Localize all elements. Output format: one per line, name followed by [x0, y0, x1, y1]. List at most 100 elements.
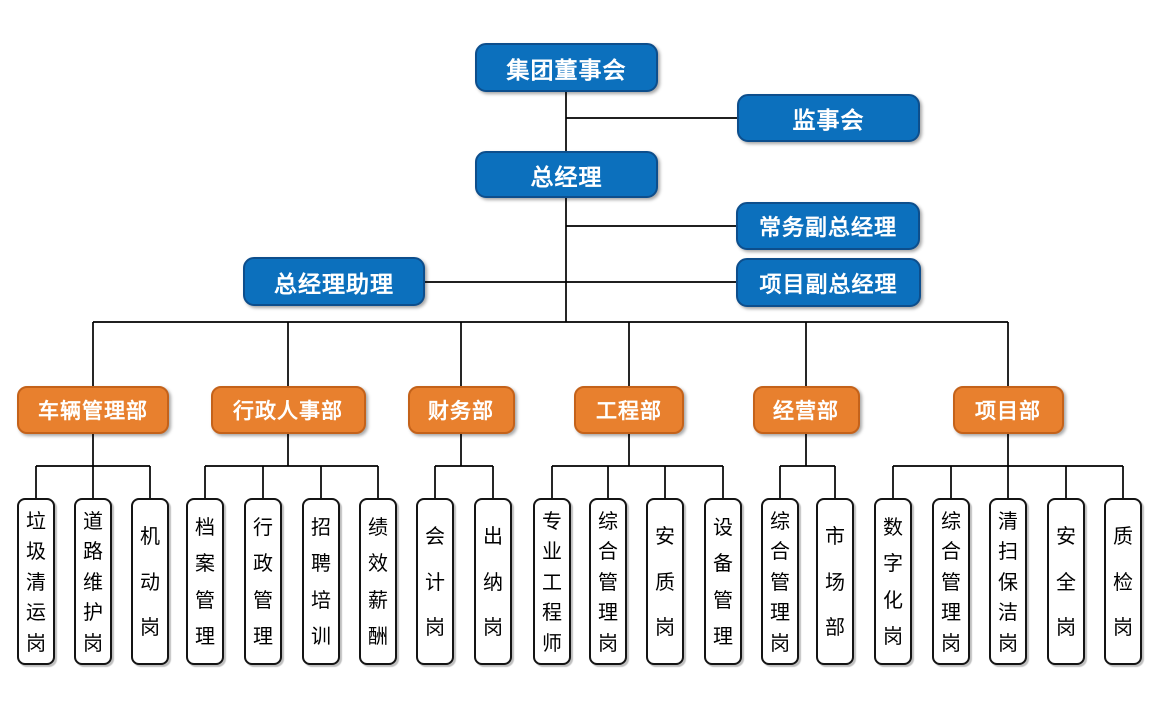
- post-label-char: 运: [26, 600, 46, 624]
- dept-project: 项目部: [952, 386, 1064, 434]
- post-label-char: 训: [311, 624, 331, 649]
- post-label-char: 招: [311, 514, 331, 539]
- post-label-char: 绩: [368, 514, 388, 539]
- post-label-char: 档: [195, 514, 215, 539]
- dept-operations-post-1: 市场部: [816, 498, 854, 665]
- post-label-char: 设: [713, 514, 733, 539]
- post-label-char: 合: [770, 539, 790, 563]
- post-label-char: 聘: [311, 551, 331, 576]
- dept-project-post-1: 综合管理岗: [932, 498, 970, 665]
- post-label-char: 字: [883, 551, 903, 576]
- post-label-char: 岗: [425, 615, 445, 640]
- post-label-char: 业: [542, 539, 562, 563]
- post-label-char: 岗: [26, 630, 46, 655]
- post-label-char: 检: [1113, 569, 1133, 594]
- post-label-char: 清: [998, 508, 1018, 533]
- dept-vehicle-management-post-2: 机动岗: [131, 498, 169, 665]
- dept-engineering-label: 工程部: [596, 399, 662, 423]
- post-label-char: 部: [825, 615, 845, 640]
- dept-admin-hr-label: 行政人事部: [233, 399, 343, 423]
- post-label-char: 薪: [368, 587, 388, 612]
- post-label-char: 安: [655, 523, 675, 548]
- post-label-char: 管: [713, 587, 733, 612]
- dept-operations-label: 经营部: [773, 399, 839, 423]
- dept-vehicle-management: 车辆管理部: [17, 386, 169, 434]
- post-label-char: 程: [542, 600, 562, 624]
- post-label-char: 道: [83, 508, 103, 533]
- post-label-char: 护: [83, 600, 103, 624]
- dept-operations-post-0: 综合管理岗: [761, 498, 799, 665]
- post-label-char: 培: [311, 587, 331, 612]
- dept-admin-hr-post-1: 行政管理: [244, 498, 282, 665]
- node-gm-assistant: 总经理助理: [243, 257, 425, 306]
- post-label-char: 管: [598, 569, 618, 594]
- post-label-char: 理: [253, 624, 273, 649]
- dept-finance: 财务部: [407, 386, 515, 434]
- post-label-char: 岗: [1113, 615, 1133, 640]
- dept-admin-hr-post-3: 绩效薪酬: [359, 498, 397, 665]
- post-label-char: 圾: [26, 539, 46, 563]
- node-board-of-directors-label: 集团董事会: [506, 57, 627, 84]
- post-label-char: 酬: [368, 624, 388, 649]
- dept-project-label: 项目部: [975, 399, 1041, 423]
- dept-project-post-4: 质检岗: [1104, 498, 1142, 665]
- dept-finance-post-0: 会计岗: [416, 498, 454, 665]
- post-label-char: 案: [195, 551, 215, 576]
- post-label-char: 市: [825, 523, 845, 548]
- post-label-char: 专: [542, 508, 562, 533]
- post-label-char: 化: [883, 587, 903, 612]
- post-label-char: 机: [140, 523, 160, 548]
- dept-admin-hr-post-2: 招聘培训: [302, 498, 340, 665]
- post-label-char: 工: [542, 569, 562, 594]
- dept-admin-hr-post-0: 档案管理: [186, 498, 224, 665]
- post-label-char: 岗: [998, 630, 1018, 655]
- post-label-char: 合: [941, 539, 961, 563]
- dept-engineering-post-0: 专业工程师: [533, 498, 571, 665]
- post-label-char: 岗: [483, 615, 503, 640]
- post-label-char: 师: [542, 630, 562, 655]
- post-label-char: 备: [713, 551, 733, 576]
- dept-engineering: 工程部: [574, 386, 684, 434]
- dept-project-post-3: 安全岗: [1047, 498, 1085, 665]
- dept-operations: 经营部: [752, 386, 860, 434]
- post-label-char: 安: [1056, 523, 1076, 548]
- post-label-char: 会: [425, 523, 445, 548]
- post-label-char: 岗: [1056, 615, 1076, 640]
- post-label-char: 保: [998, 569, 1018, 594]
- post-label-char: 垃: [26, 508, 46, 533]
- dept-vehicle-management-post-1: 道路维护岗: [74, 498, 112, 665]
- node-general-manager: 总经理: [475, 151, 658, 198]
- post-label-char: 质: [1113, 523, 1133, 548]
- node-general-manager-label: 总经理: [530, 164, 603, 191]
- post-label-char: 清: [26, 569, 46, 594]
- post-label-char: 岗: [883, 624, 903, 649]
- dept-admin-hr: 行政人事部: [210, 386, 366, 434]
- dept-vehicle-management-post-0: 垃圾清运岗: [17, 498, 55, 665]
- dept-project-post-0: 数字化岗: [874, 498, 912, 665]
- post-label-char: 理: [770, 600, 790, 624]
- node-executive-deputy-gm-label: 常务副总经理: [758, 216, 897, 241]
- post-label-char: 路: [83, 539, 103, 563]
- post-label-char: 政: [253, 551, 273, 576]
- post-label-char: 理: [598, 600, 618, 624]
- post-label-char: 合: [598, 539, 618, 563]
- post-label-char: 管: [941, 569, 961, 594]
- post-label-char: 岗: [655, 615, 675, 640]
- post-label-char: 综: [598, 508, 618, 533]
- post-label-char: 场: [825, 569, 845, 594]
- post-label-char: 效: [368, 551, 388, 576]
- node-project-deputy-gm: 项目副总经理: [736, 258, 921, 307]
- post-label-char: 扫: [998, 539, 1018, 563]
- node-board-of-directors: 集团董事会: [475, 43, 658, 92]
- node-executive-deputy-gm: 常务副总经理: [736, 202, 920, 250]
- post-label-char: 维: [83, 569, 103, 594]
- node-project-deputy-gm-label: 项目副总经理: [759, 272, 898, 298]
- post-label-char: 计: [425, 569, 445, 594]
- node-supervisory-board: 监事会: [737, 94, 920, 142]
- dept-finance-post-1: 出纳岗: [474, 498, 512, 665]
- dept-engineering-post-1: 综合管理岗: [589, 498, 627, 665]
- post-label-char: 岗: [770, 630, 790, 655]
- post-label-char: 洁: [998, 600, 1018, 624]
